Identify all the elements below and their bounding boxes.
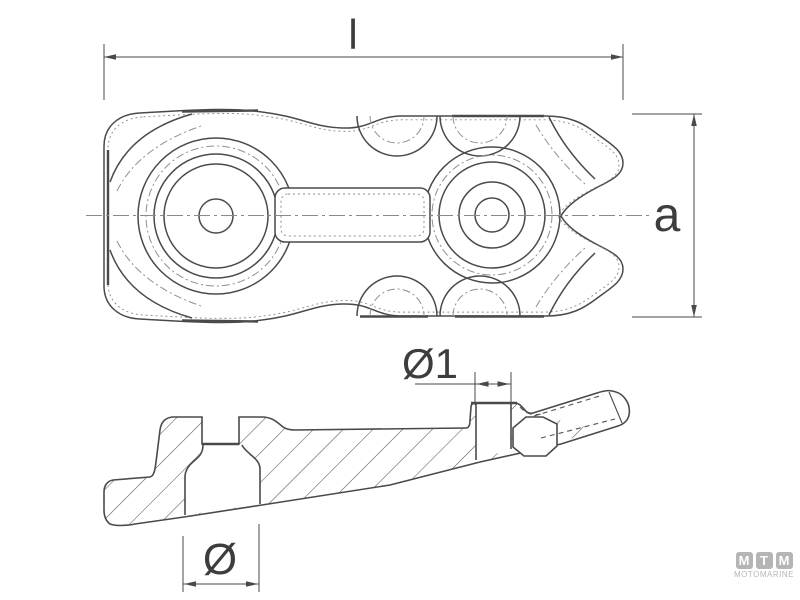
pocket-outline [512, 416, 558, 457]
mtm-logo: M T M MOTOMARINE [733, 552, 795, 579]
bell-hole [184, 444, 261, 515]
dimension-small-hole: Ø1 [402, 340, 512, 405]
arrow-right-icon [246, 581, 258, 587]
arrow-left-icon [184, 581, 196, 587]
side-section-view [103, 389, 631, 527]
fork-webs [535, 116, 596, 316]
length-label: l [348, 11, 357, 58]
corner-pockets [109, 113, 202, 319]
edge-accents [106, 109, 544, 323]
tail-detail [519, 391, 623, 439]
width-label: a [654, 189, 681, 242]
section-outline [103, 389, 631, 527]
logo-tile-m1: M [735, 552, 753, 569]
logo-tile-m2: M [775, 552, 793, 569]
small-hole-label: Ø1 [402, 340, 458, 387]
logo-subtitle: MOTOMARINE [734, 570, 794, 579]
edge-scallops [356, 115, 521, 317]
dimension-length: l [103, 11, 624, 100]
connecting-bar [274, 187, 431, 243]
logo-tile-t: T [755, 552, 773, 569]
bell-hole-label: Ø [203, 535, 237, 584]
arrow-left-icon [104, 54, 116, 60]
logo-tiles: M T M [733, 552, 795, 569]
arrow-right-icon [497, 381, 510, 387]
arrow-right-icon [611, 54, 623, 60]
top-view-outline [103, 108, 624, 324]
small-hole-channel [471, 401, 517, 460]
dimension-width: a [632, 113, 702, 318]
top-view [86, 108, 650, 324]
arrow-up-icon [691, 114, 697, 126]
dimension-bell-hole: Ø [182, 524, 260, 592]
arrow-left-icon [476, 381, 489, 387]
arrow-down-icon [691, 305, 697, 317]
